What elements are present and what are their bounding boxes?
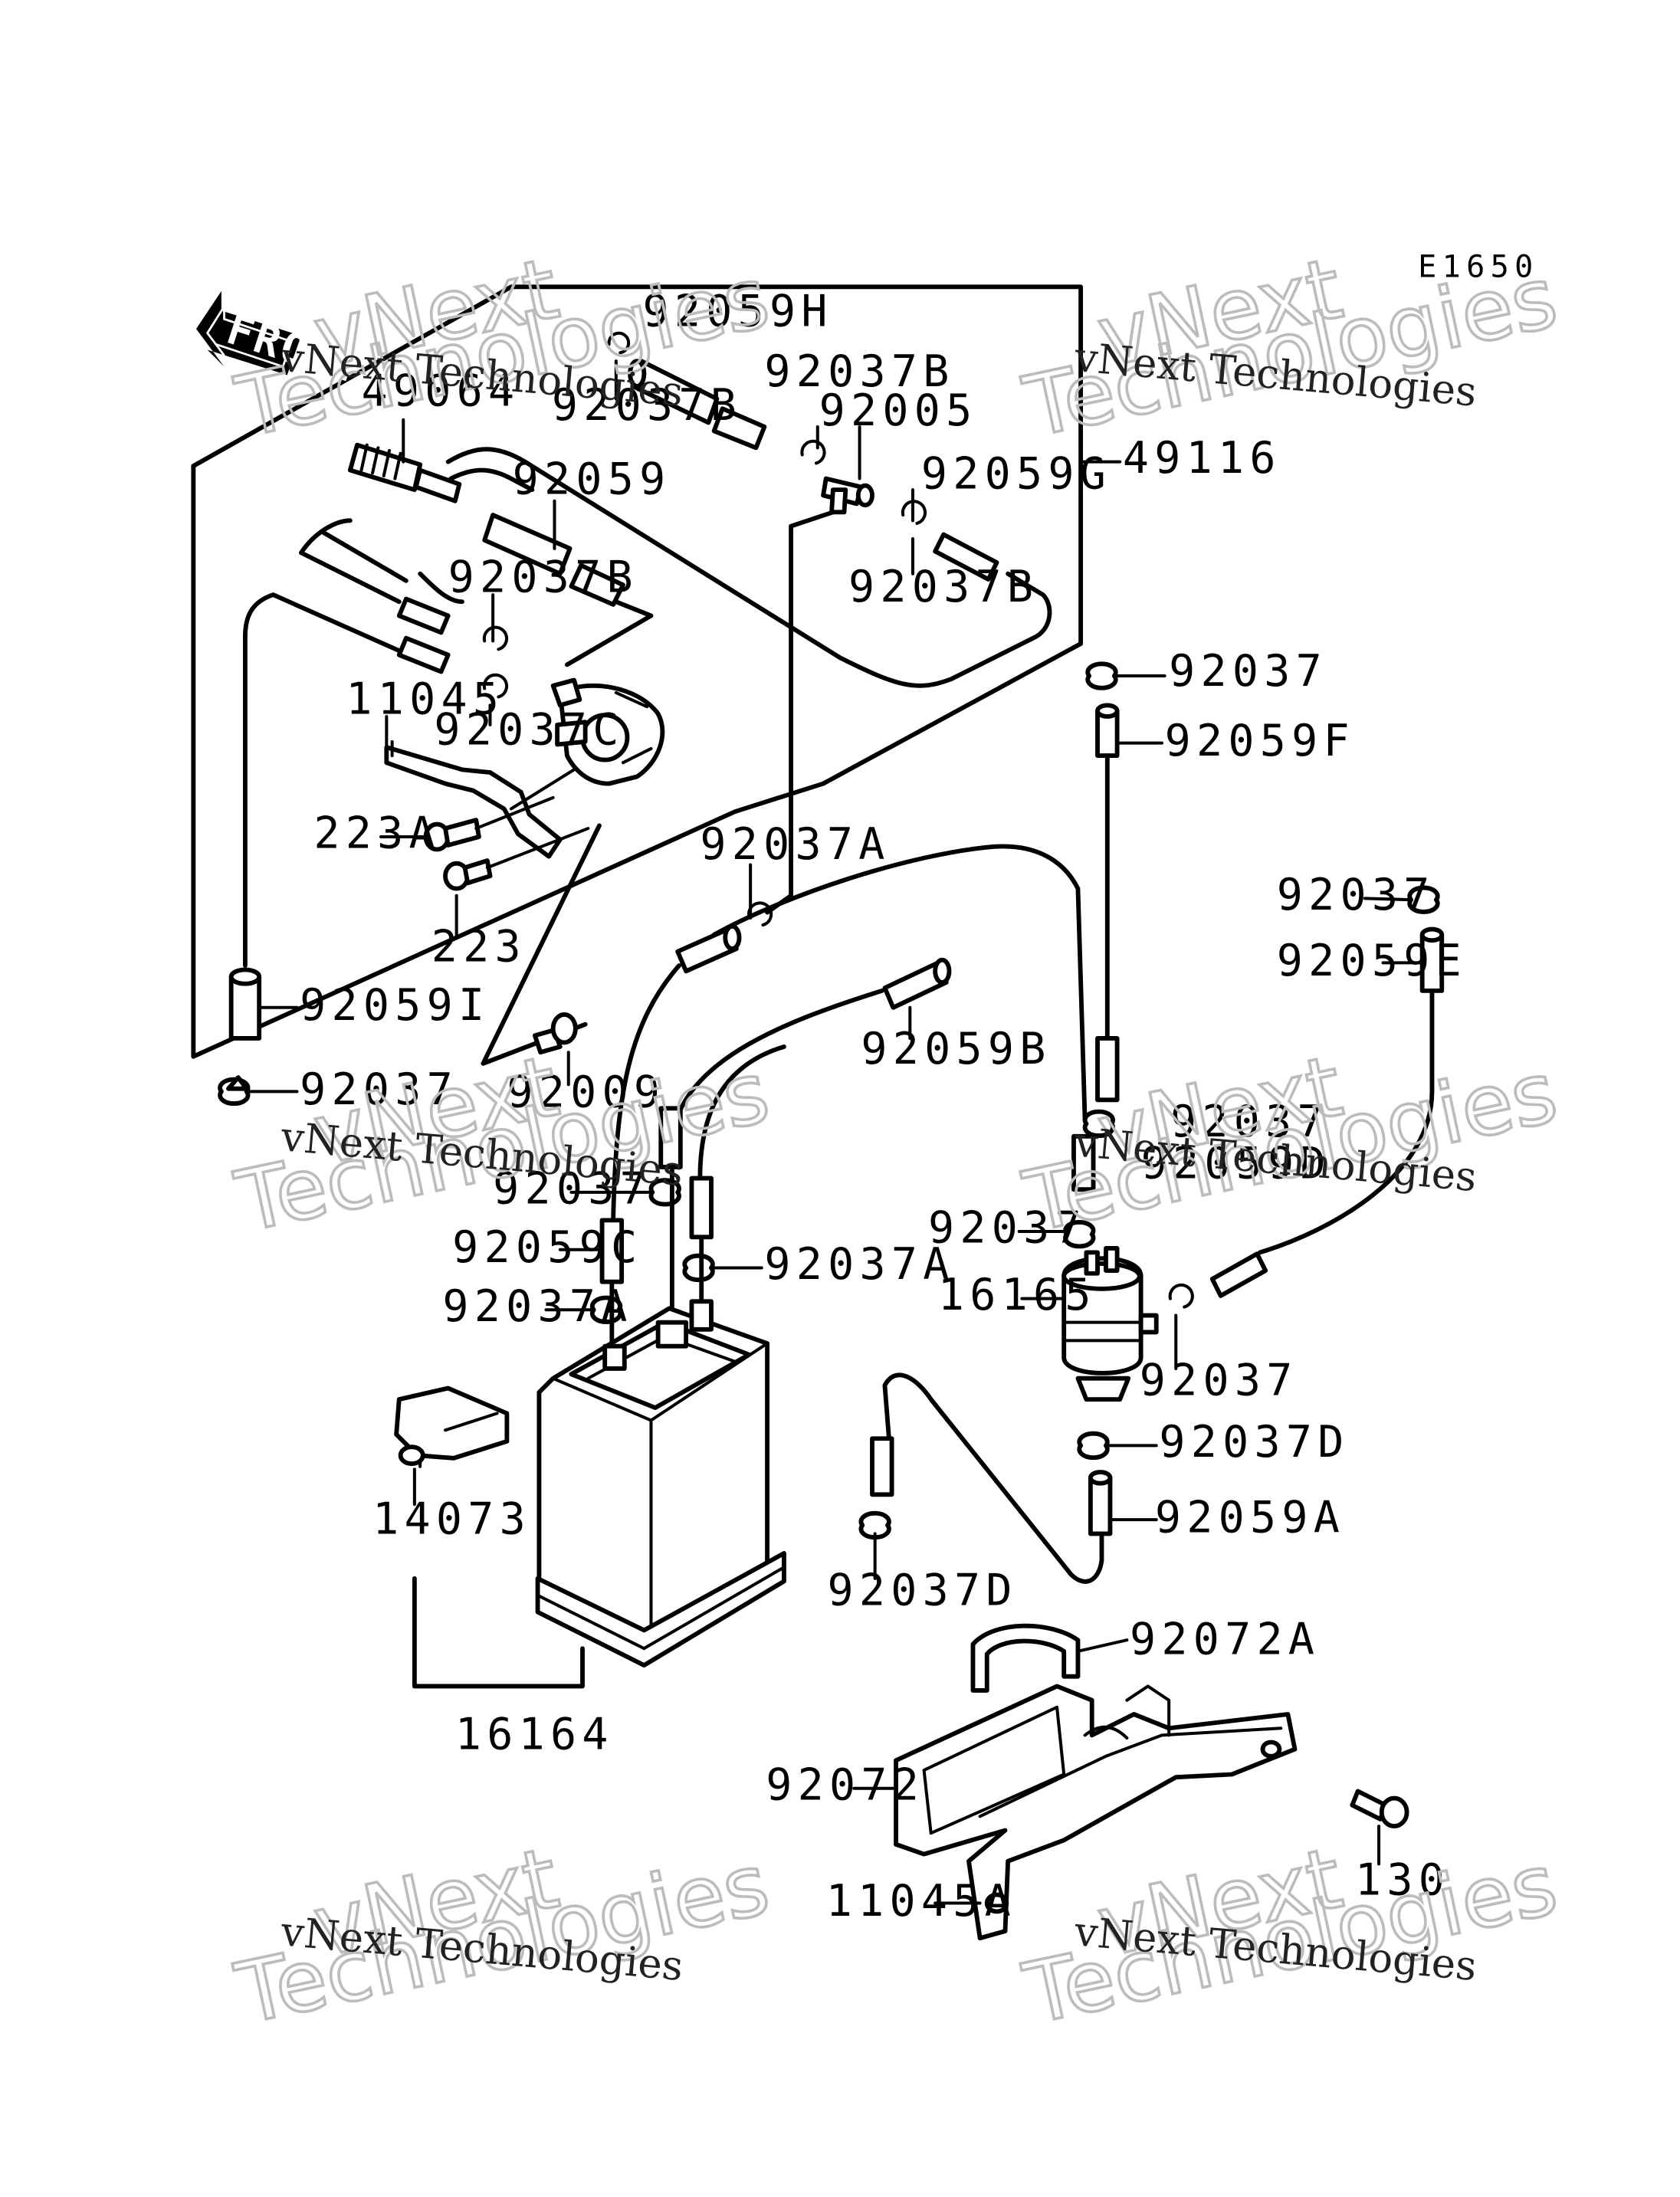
bolt-92009 (532, 1012, 578, 1055)
hose-right-curve (1257, 991, 1435, 1255)
diagram-code: E1650 (1418, 250, 1538, 285)
hose-92059c (599, 1218, 625, 1284)
hose-lower-left (870, 1436, 894, 1497)
label-223A: 223A (313, 808, 441, 859)
connector-14073 (394, 1385, 510, 1468)
clip-92037 (218, 1075, 251, 1106)
label-130: 130 (1355, 1855, 1450, 1906)
label-92037: 92037 (1170, 1097, 1329, 1147)
label-92009: 92009 (507, 1067, 665, 1117)
label-16164: 16164 (455, 1710, 614, 1760)
label-92059A: 92059A (1155, 1493, 1345, 1543)
leader-lines (474, 795, 590, 870)
hose-arc (711, 844, 1088, 1122)
label-92005: 92005 (819, 385, 978, 436)
hose-92059b-line-2 (697, 1044, 786, 1181)
label-16165: 16165 (938, 1270, 1097, 1320)
hose-92059i-line (242, 592, 402, 968)
bolt-130 (1350, 1789, 1409, 1829)
label-92037B: 92037B (552, 380, 742, 431)
hose-92059i (228, 967, 262, 1041)
label-92037: 92037 (1169, 646, 1327, 697)
hose-92059a (1088, 1470, 1113, 1536)
canister-16164 (535, 1299, 786, 1667)
clip-icon (482, 625, 509, 699)
hose-92059 (482, 513, 625, 607)
label-92072A: 92072A (1130, 1614, 1320, 1664)
hose-92059c-line (611, 963, 681, 1220)
label-92059D: 92059D (1141, 1139, 1331, 1189)
label-223: 223 (431, 922, 527, 972)
label-11045A: 11045A (826, 1876, 1016, 1926)
label-92059B: 92059B (861, 1024, 1051, 1074)
bracket-11045 (384, 745, 563, 859)
label-49116: 49116 (1123, 433, 1281, 484)
label-92037B: 92037B (764, 346, 954, 397)
clip-icon (800, 439, 927, 525)
label-92037D: 92037D (1159, 1417, 1349, 1467)
label-92037: 92037 (300, 1064, 458, 1115)
label-92059: 92059 (513, 454, 671, 505)
hose-loop-inner (299, 467, 535, 605)
hose-92059b (882, 957, 952, 1010)
watermark-bottom-left: vNext Technologies vNext Technologies (227, 1828, 779, 2045)
bolt-223 (443, 858, 493, 891)
label-92037A: 92037A (442, 1281, 632, 1332)
hose-lower-right (1095, 1036, 1120, 1103)
label-92037C: 92037C (434, 704, 624, 755)
hose-loop-left (445, 447, 1052, 688)
vacuum-valve-icon (550, 677, 665, 786)
assembly-outline (191, 284, 1084, 1059)
tee-fitting-92005 (821, 476, 874, 515)
hose-92059f (1095, 703, 1120, 759)
label-92037: 92037 (1277, 870, 1436, 920)
clip-92037-right (1407, 885, 1440, 914)
small-hose-pair (396, 596, 451, 674)
hose-vertical-a (658, 1106, 683, 1169)
label-49064: 49064 (361, 366, 520, 417)
label-92059G: 92059G (921, 448, 1111, 499)
label-92037B: 92037B (848, 562, 1039, 612)
label-92037: 92037 (928, 1203, 1087, 1254)
clamp-92072a (970, 1623, 1081, 1693)
bracket-11045a (894, 1684, 1298, 1941)
hose-92059d (1071, 1133, 1096, 1192)
leader-lines-all (248, 359, 1424, 1905)
bracket-line-16164 (412, 1576, 585, 1689)
clip-92037d (858, 1510, 891, 1540)
label-92037D: 92037D (828, 1566, 1018, 1616)
label-92037: 92037 (493, 1163, 651, 1214)
label-92059C: 92059C (452, 1222, 642, 1273)
clip-icons-filter (1063, 1109, 1115, 1460)
label-92072: 92072 (766, 1759, 924, 1810)
hose-92059e (1419, 926, 1445, 993)
label-14073: 14073 (372, 1494, 531, 1544)
label-92059H: 92059H (643, 286, 833, 336)
clip-92037-top-right (1085, 661, 1118, 690)
label-92037A: 92037A (764, 1239, 954, 1290)
hose-vertical-b (689, 1176, 714, 1240)
watermark-top-right: vNext Technologies vNext Technologies (1015, 238, 1567, 457)
label-92059E: 92059E (1277, 936, 1467, 986)
filter-16165 (1061, 1245, 1159, 1402)
hose-right-end (1209, 1251, 1268, 1298)
hose-connector-line (564, 599, 654, 667)
hose-upper-connector (675, 923, 742, 974)
label-92037: 92037 (1140, 1356, 1298, 1406)
label-92059F: 92059F (1165, 716, 1355, 766)
hose-92059g (933, 532, 999, 582)
grommet-49064 (347, 442, 462, 503)
watermark-bottom-right: vNext Technologies vNext Technologies (1015, 1828, 1567, 2045)
label-92037A: 92037A (700, 819, 890, 870)
clip-icon (1168, 1283, 1194, 1309)
label-11045: 11045 (346, 674, 504, 724)
clip-icon (607, 331, 631, 355)
hose-92059h (628, 359, 767, 451)
hose-92059a-loop (882, 1372, 1104, 1584)
label-92037B: 92037B (448, 552, 638, 602)
label-92059I: 92059I (300, 980, 490, 1031)
